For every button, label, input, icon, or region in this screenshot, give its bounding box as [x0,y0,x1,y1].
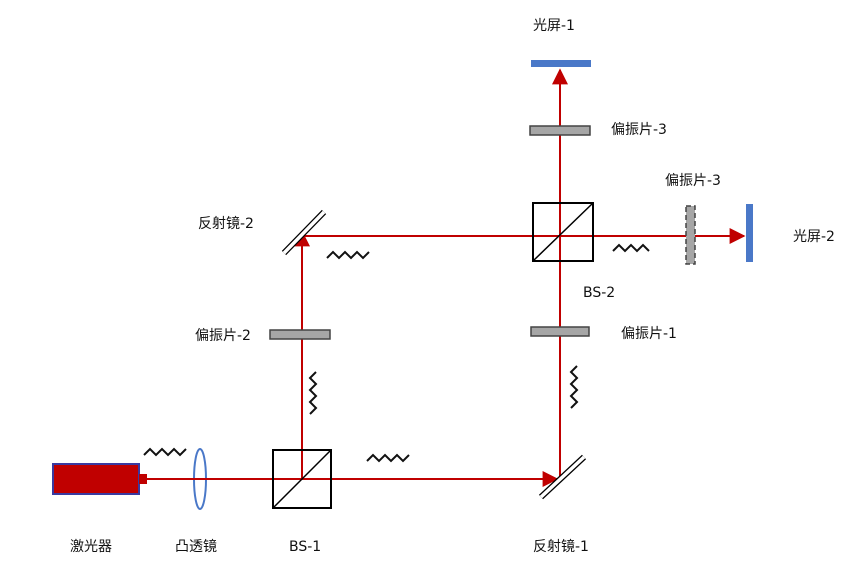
laser-nozzle [139,474,147,484]
label-mirror-2: 反射镜-2 [198,216,254,232]
wave-symbol-laser [143,447,187,457]
polarizer-3-top [529,125,591,136]
laser-beam-paths [147,68,746,487]
screen-1 [531,60,591,67]
wave-symbol-mirror2 [326,250,370,260]
polarizer-3-side [685,205,696,265]
label-polarizer-1: 偏振片-1 [621,326,677,342]
screen-2 [746,204,753,262]
label-bs2: BS-2 [583,285,616,301]
wave-symbol-vertical-right [569,365,579,409]
wave-symbol-after-bs1 [366,453,410,463]
label-convex-lens: 凸透镜 [175,539,217,555]
label-bs1: BS-1 [289,539,322,555]
beam-splitter-bs2 [532,202,594,262]
mirror-1 [538,454,587,500]
polarizer-1 [530,326,590,337]
label-screen-1: 光屏-1 [533,18,575,34]
laser-body [52,463,140,495]
polarizer-2 [269,329,331,340]
label-polarizer-3-side: 偏振片-3 [665,173,721,189]
mirror-2 [281,209,327,256]
label-screen-2: 光屏-2 [793,229,835,245]
label-polarizer-2: 偏振片-2 [195,328,251,344]
label-laser: 激光器 [70,539,112,555]
label-polarizer-3-top: 偏振片-3 [611,122,667,138]
wave-symbol-vertical-left [308,371,318,415]
wave-symbol-bs2-side [612,243,650,253]
beam-splitter-bs1 [272,449,332,509]
label-mirror-1: 反射镜-1 [533,539,589,555]
